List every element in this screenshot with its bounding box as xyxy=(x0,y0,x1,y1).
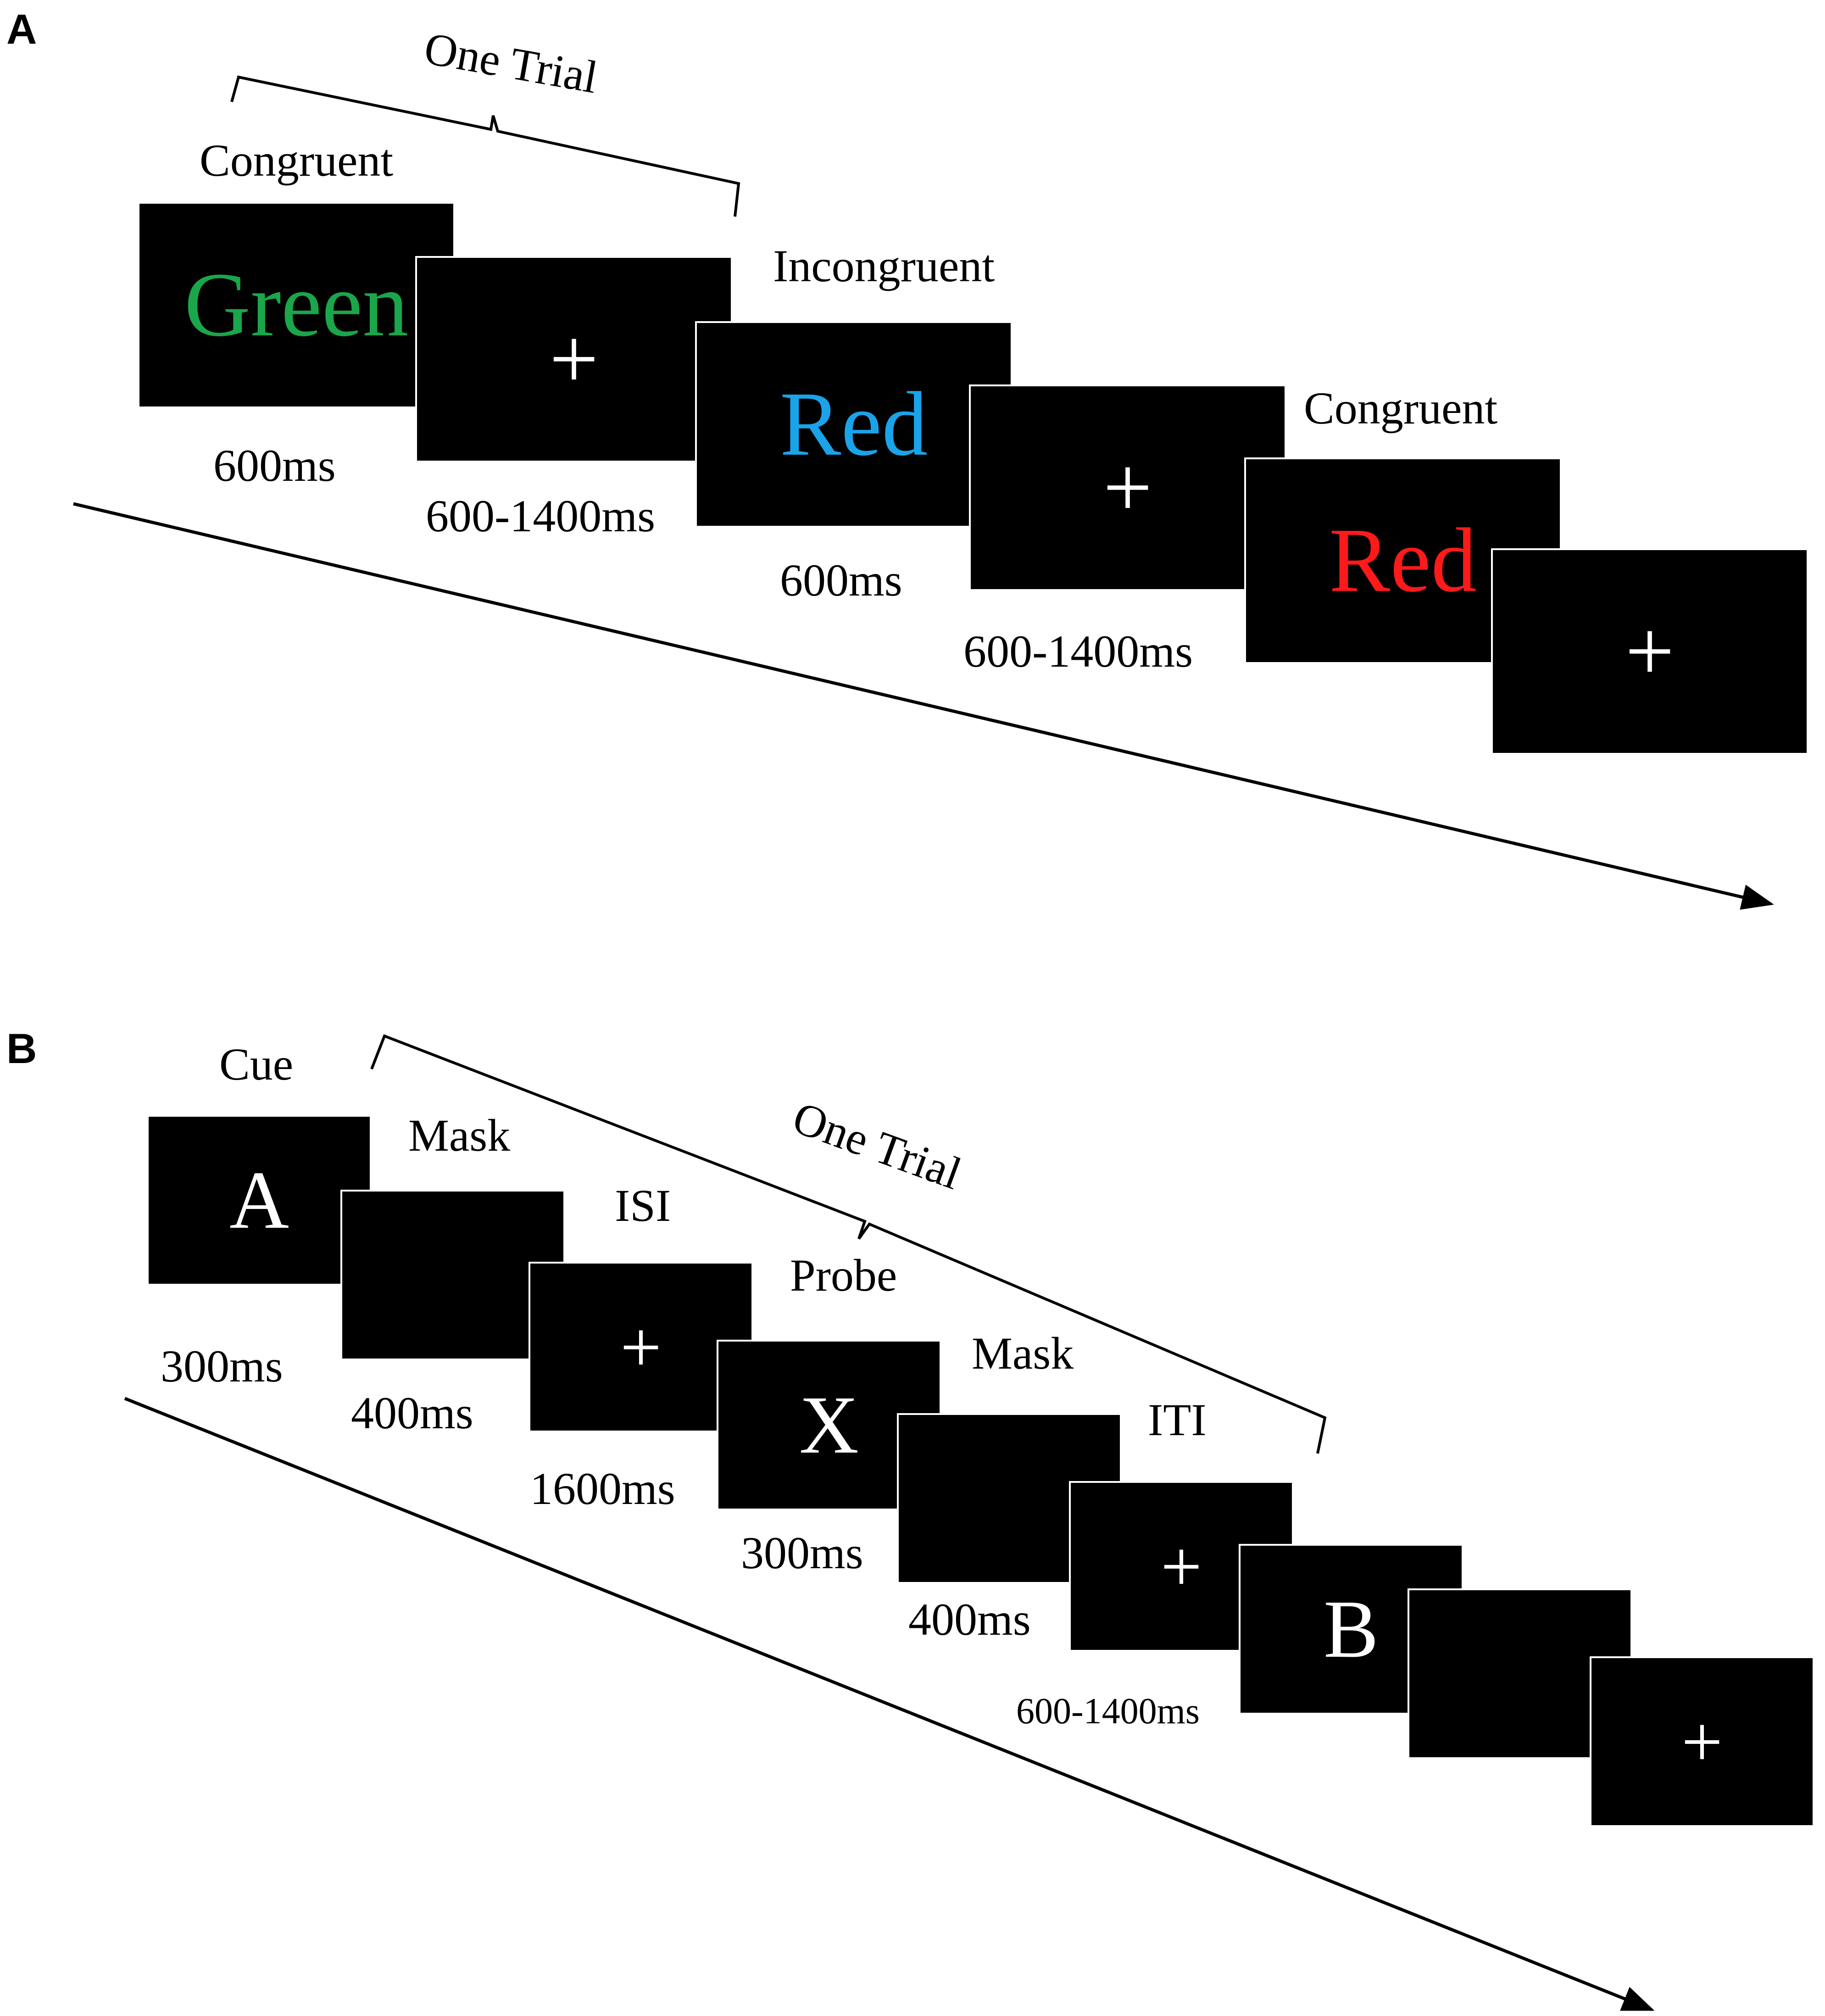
fixation-cross: + xyxy=(1681,1701,1723,1782)
condition-label: Incongruent xyxy=(773,240,995,291)
fixation-cross: + xyxy=(620,1306,662,1388)
screen-b1: A xyxy=(147,1115,372,1286)
fixation-cross: + xyxy=(1160,1526,1202,1607)
screen-a2: + xyxy=(415,256,733,462)
duration-label: 600-1400ms xyxy=(963,626,1193,677)
panel-letter-b: B xyxy=(6,1025,37,1072)
screen-a1: Green xyxy=(138,202,455,408)
screen-b2 xyxy=(340,1190,565,1360)
duration-label: 600-1400ms xyxy=(426,490,655,541)
phase-label: Cue xyxy=(219,1039,294,1090)
phase-label: ISI xyxy=(615,1180,671,1231)
screen-b3: + xyxy=(529,1262,753,1432)
stimulus-letter: B xyxy=(1323,1583,1379,1675)
phase-label: Probe xyxy=(790,1250,897,1301)
phase-label: ITI xyxy=(1148,1394,1207,1445)
duration-label: 400ms xyxy=(908,1594,1031,1645)
duration-label: 600ms xyxy=(213,440,336,491)
screen-a3: Red xyxy=(695,321,1013,528)
stimulus-word: Green xyxy=(184,254,409,356)
time-arrow-a xyxy=(73,502,1774,910)
screen-a6: + xyxy=(1491,548,1808,755)
stimulus-word: Red xyxy=(1329,510,1477,611)
stimulus-word: Red xyxy=(779,373,928,475)
phase-label: Mask xyxy=(408,1110,511,1161)
duration-label: 400ms xyxy=(351,1387,473,1438)
trial-brace-b xyxy=(370,1034,1327,1454)
time-arrow-b xyxy=(124,1397,1655,2011)
duration-label: 600ms xyxy=(780,555,902,606)
stimulus-letter: X xyxy=(799,1379,859,1470)
screen-a4: + xyxy=(969,384,1286,591)
screen-b9: + xyxy=(1590,1656,1814,1827)
condition-label: Congruent xyxy=(1304,383,1498,434)
duration-label: 300ms xyxy=(161,1341,283,1392)
duration-label: 300ms xyxy=(741,1527,863,1578)
duration-label: 600-1400ms xyxy=(1016,1691,1200,1732)
panel-letter-a: A xyxy=(6,6,37,53)
condition-label: Congruent xyxy=(200,135,394,186)
phase-label: Mask xyxy=(972,1328,1074,1379)
fixation-cross: + xyxy=(549,311,599,407)
fixation-cross: + xyxy=(1103,440,1152,536)
stimulus-letter: A xyxy=(229,1154,289,1246)
duration-label: 1600ms xyxy=(530,1463,675,1514)
fixation-cross: + xyxy=(1625,603,1675,700)
trial-brace-a xyxy=(230,75,740,217)
